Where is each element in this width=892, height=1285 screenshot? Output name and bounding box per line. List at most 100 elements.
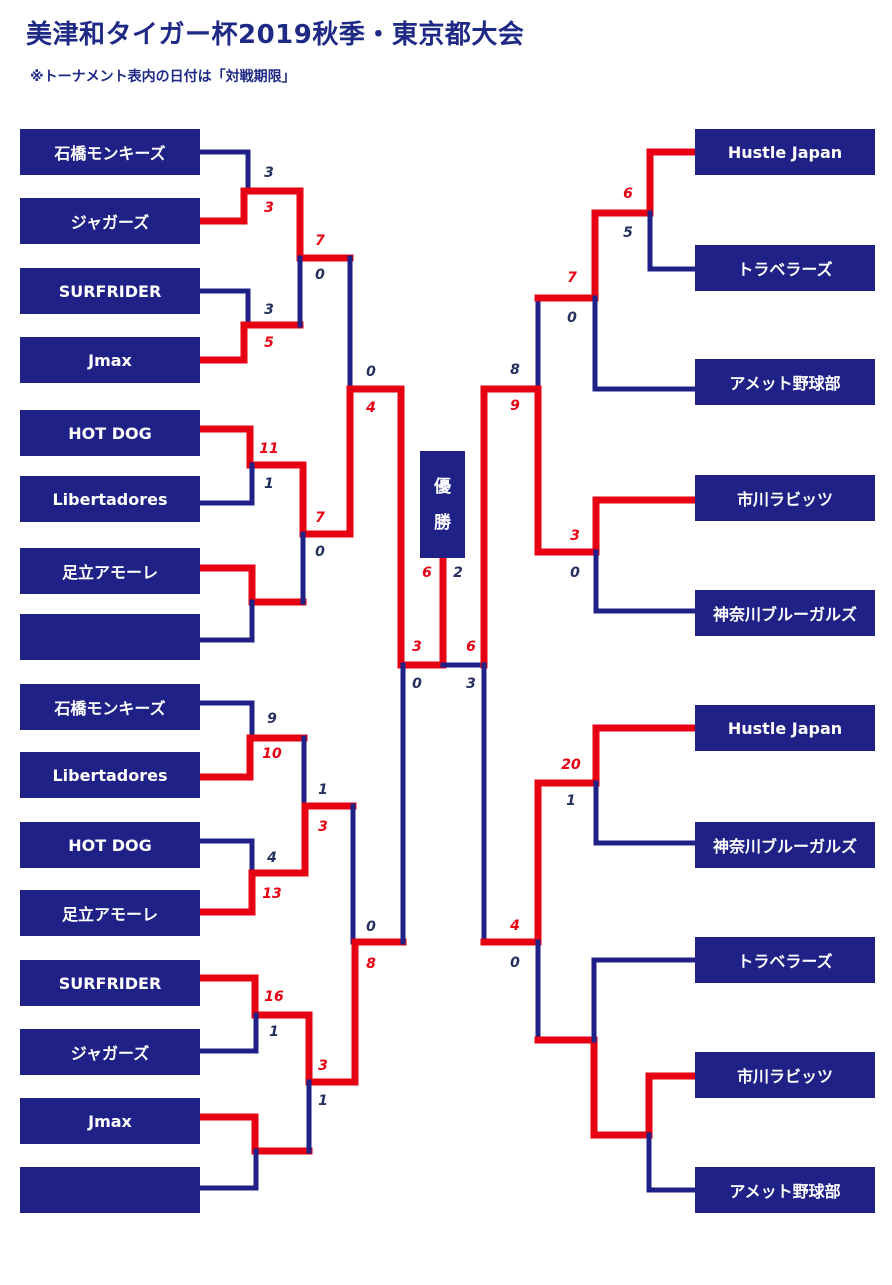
line-l4-win: [196, 564, 307, 606]
team-box[interactable]: HOT DOG: [20, 410, 200, 456]
line-l8-win: [196, 1113, 313, 1155]
score-final-right: 2: [453, 565, 463, 581]
line-l-r2-2-win: [299, 461, 354, 538]
team-box[interactable]: 足立アモーレ: [20, 890, 200, 936]
team-box[interactable]: 神奈川ブルーガルズ: [695, 590, 875, 636]
score-r-r2-m3-top: 20: [561, 757, 581, 773]
line-l2-top: [197, 288, 251, 328]
score-r-r3-m1-top: 8: [510, 362, 520, 378]
line-r-r3-1-win: [534, 385, 600, 556]
line-l6-win: [196, 869, 309, 916]
score-l-r2-m3-top: 1: [318, 782, 328, 798]
line-r-r1-1-lose: [647, 210, 698, 272]
line-l-r2-4-win: [305, 1011, 359, 1086]
line-r-r2-3-lose: [593, 780, 698, 846]
score-l-sf-bot: 0: [412, 676, 422, 692]
team-box[interactable]: 市川ラビッツ: [695, 1052, 875, 1098]
team-box[interactable]: 市川ラビッツ: [695, 475, 875, 521]
champion-char-2: 勝: [434, 512, 451, 533]
score-l-r1-m3-bot: 1: [264, 476, 274, 492]
team-box[interactable]: Hustle Japan: [695, 705, 875, 751]
line-r-r2-1-lose: [592, 295, 698, 392]
score-l-r1-m3-top: 11: [259, 441, 279, 457]
score-l-r1-m6-bot: 13: [262, 886, 282, 902]
line-l5-win: [196, 734, 308, 781]
line-r-r2-2-lose: [593, 549, 698, 614]
score-r-r2-m2-top: 3: [570, 528, 580, 544]
score-l-r1-m6-top: 4: [267, 850, 277, 866]
score-l-r1-m1-bot: 3: [264, 200, 274, 216]
score-r-r3-m2-bot: 0: [510, 955, 520, 971]
team-box[interactable]: Libertadores: [20, 476, 200, 522]
line-l6-top: [197, 838, 255, 876]
team-box[interactable]: Jmax: [20, 337, 200, 383]
team-box[interactable]: 足立アモーレ: [20, 548, 200, 594]
team-box[interactable]: HOT DOG: [20, 822, 200, 868]
team-box[interactable]: トラベラーズ: [695, 245, 875, 291]
line-l1-win: [196, 187, 304, 225]
score-l-r1-m7-top: 16: [264, 989, 284, 1005]
score-l-r2-m1-bot: 0: [315, 267, 325, 283]
line-r-r1-4-win: [645, 1072, 699, 1139]
score-l-r3-m1-bot: 4: [366, 400, 376, 416]
team-box[interactable]: アメット野球部: [695, 359, 875, 405]
score-l-r3-m2-bot: 8: [366, 956, 376, 972]
champion-char-1: 優: [434, 476, 451, 497]
line-l2-win: [196, 321, 304, 364]
line-r-r2-3-win: [592, 724, 699, 787]
score-l-r2-m3-bot: 3: [318, 819, 328, 835]
team-box[interactable]: トラベラーズ: [695, 937, 875, 983]
score-r-r2-m3-bot: 1: [566, 793, 576, 809]
line-l4-bot: [197, 599, 255, 643]
score-l-r2-m2-bot: 0: [315, 544, 325, 560]
line-r-r2-4-win: [534, 1036, 653, 1139]
team-box[interactable]: 石橋モンキーズ: [20, 129, 200, 175]
line-r-r1-4-lose: [646, 1132, 698, 1193]
team-box[interactable]: SURFRIDER: [20, 268, 200, 314]
line-l3-bot: [197, 462, 255, 506]
score-final-left: 6: [422, 565, 432, 581]
line-l5-top: [197, 700, 255, 741]
team-box[interactable]: Jmax: [20, 1098, 200, 1144]
score-l-r3-m1-top: 0: [366, 364, 376, 380]
team-box[interactable]: ジャガーズ: [20, 1029, 200, 1075]
line-r-sf-win: [480, 385, 542, 669]
score-l-r2-m1-top: 7: [315, 233, 325, 249]
line-r-r2-1-win: [534, 209, 654, 302]
line-l-r3-2-win: [351, 938, 407, 1086]
champion-box: 優 勝: [420, 451, 465, 558]
score-l-sf-top: 3: [412, 639, 422, 655]
score-l-r1-m5-top: 9: [267, 711, 277, 727]
line-l8-bot: [197, 1148, 259, 1191]
score-r-r3-m1-bot: 9: [510, 398, 520, 414]
line-r-r2-2-win: [592, 496, 699, 556]
team-box[interactable]: ジャガーズ: [20, 198, 200, 244]
team-box[interactable]: アメット野球部: [695, 1167, 875, 1213]
line-l-r2-3-win: [301, 802, 357, 877]
line-l7-win: [196, 974, 313, 1019]
score-l-r1-m2-top: 3: [264, 302, 274, 318]
score-l-r2-m2-top: 7: [315, 510, 325, 526]
score-l-r1-m1-top: 3: [264, 165, 274, 181]
score-l-r2-m4-top: 3: [318, 1058, 328, 1074]
page-title: 美津和タイガー杯2019秋季・東京都大会: [26, 20, 525, 50]
page-subtitle: ※トーナメント表内の日付は「対戦期限」: [30, 69, 296, 85]
score-r-r1-m1-top: 6: [623, 186, 633, 202]
line-r-r1-1-win: [646, 148, 699, 217]
score-r-sf-top: 6: [466, 639, 476, 655]
team-box[interactable]: 石橋モンキーズ: [20, 684, 200, 730]
line-r-r2-4-lose: [591, 957, 698, 1043]
team-box-empty: [20, 1167, 200, 1213]
line-r-r3-2-win: [480, 779, 600, 946]
score-r-r2-m2-bot: 0: [570, 565, 580, 581]
team-box[interactable]: Libertadores: [20, 752, 200, 798]
score-r-r2-m1-top: 7: [567, 270, 577, 286]
team-box[interactable]: SURFRIDER: [20, 960, 200, 1006]
score-r-r3-m2-top: 4: [510, 918, 520, 934]
line-l-r3-1-win: [346, 385, 405, 538]
team-box[interactable]: Hustle Japan: [695, 129, 875, 175]
line-l3-win: [196, 425, 307, 469]
team-box[interactable]: 神奈川ブルーガルズ: [695, 822, 875, 868]
score-l-r1-m5-bot: 10: [262, 746, 282, 762]
line-l1-top: [197, 149, 251, 194]
